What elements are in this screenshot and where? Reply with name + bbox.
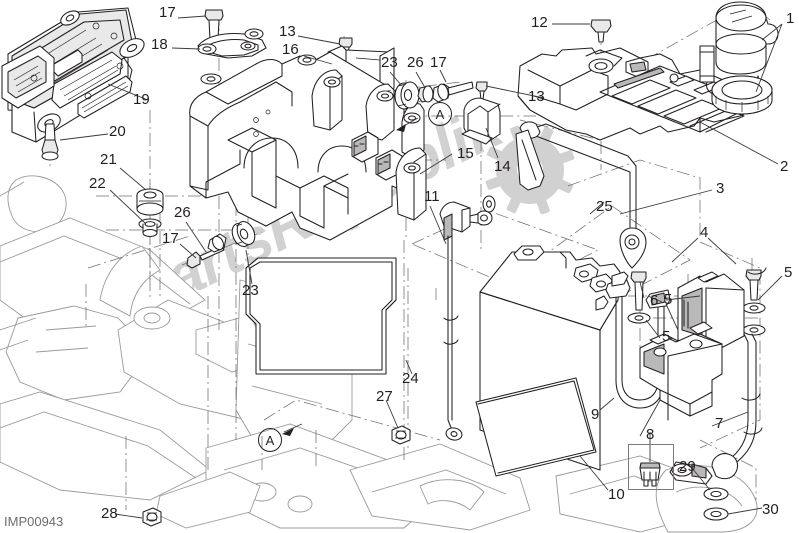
connector-clips [351, 131, 403, 181]
callout-25: 25 [596, 198, 613, 215]
part-bracket-15 [395, 147, 427, 221]
part-top-screw-strap [197, 9, 267, 85]
leader-lines [59, 15, 783, 519]
callout-13b: 13 [279, 23, 296, 40]
part-nut-27 [391, 425, 411, 445]
part-grommet-washer [136, 186, 164, 300]
callout-27: 27 [376, 388, 393, 405]
callout-26b: 26 [174, 204, 191, 221]
callout-7: 7 [715, 415, 724, 432]
callout-21: 21 [100, 151, 117, 168]
callout-6: 6 [650, 292, 659, 309]
part-positive-cable-9 [605, 271, 671, 409]
callout-30: 30 [762, 501, 779, 518]
callout-5a: 5 [784, 264, 793, 281]
callout-29: 29 [679, 458, 696, 475]
fuse-detail-box [628, 444, 674, 490]
part-battery-holder-box [189, 51, 425, 241]
part-strap-pin-25 [469, 210, 493, 226]
callout-23b: 23 [242, 282, 259, 299]
callout-5b: 5 [664, 291, 673, 308]
callout-3: 3 [716, 180, 725, 197]
callout-28: 28 [101, 505, 118, 522]
callout-12: 12 [531, 14, 548, 31]
image-id-label: IMP00943 [4, 514, 64, 529]
part-screw-13-right [475, 81, 488, 101]
callout-24: 24 [402, 370, 419, 387]
callout-18: 18 [151, 36, 168, 53]
callout-13a: 13 [528, 88, 545, 105]
part-negative-cable-7 [669, 267, 767, 485]
callout-16: 16 [282, 41, 299, 58]
callout-15: 15 [457, 145, 474, 162]
callout-5c: 5 [662, 328, 671, 345]
section-arrows [282, 117, 419, 436]
callout-4: 4 [700, 224, 709, 241]
part-reservoir-1 [699, 1, 779, 115]
part-bolt-washer-5-right [742, 269, 766, 336]
part-fuse-8 [639, 442, 661, 487]
part-ecu-module [1, 7, 145, 143]
callout-26a: 26 [407, 54, 424, 71]
part-mount-pin [41, 123, 59, 170]
callout-8: 8 [646, 426, 655, 443]
part-battery-strap-3 [515, 121, 647, 269]
callout-11: 11 [424, 188, 440, 205]
callout-19: 19 [133, 91, 150, 108]
callout-2: 2 [780, 158, 789, 175]
callout-14: 14 [494, 158, 511, 175]
callout-23a: 23 [381, 54, 398, 71]
part-bolt-washer-5-left [627, 271, 651, 324]
part-bush-spacer-bolt-upper [377, 81, 474, 110]
callout-10: 10 [608, 486, 625, 503]
part-heat-shield-24 [245, 257, 397, 375]
part-screw-12 [590, 19, 612, 43]
part-bolt-spacer-bush-left [181, 221, 263, 269]
part-solenoid [639, 321, 723, 421]
callout-17a: 17 [159, 4, 176, 21]
part-clip-14 [461, 97, 501, 145]
part-nut-28 [142, 507, 162, 527]
section-marker-a-bottom: A [258, 428, 282, 452]
section-marker-a-top: A [428, 102, 452, 126]
callout-17b: 17 [430, 54, 447, 71]
callout-22: 22 [89, 175, 106, 192]
part-insulating-pad-10 [475, 377, 597, 477]
callout-1: 1 [786, 10, 795, 27]
part-eyelet-29-30 [703, 487, 729, 521]
callout-17c: 17 [162, 230, 179, 247]
callout-20: 20 [109, 123, 126, 140]
callout-9: 9 [591, 406, 600, 423]
